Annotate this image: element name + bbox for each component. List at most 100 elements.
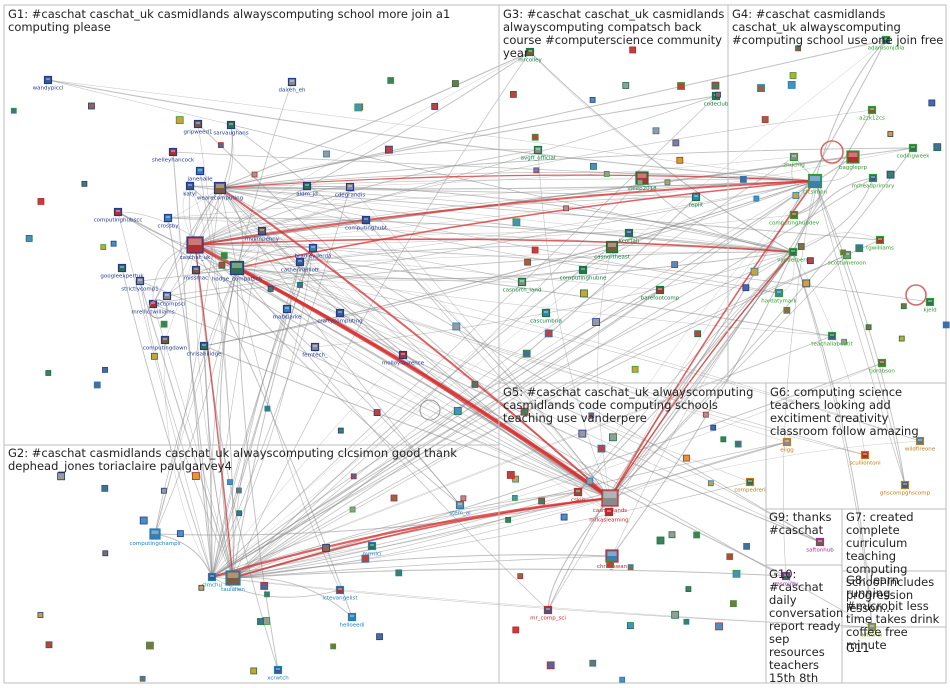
node-small[interactable]	[57, 472, 65, 481]
node-barefootcomp[interactable]: barefootcomp	[641, 285, 680, 302]
node-mr_comp_sci[interactable]: mr_comp_sci	[530, 605, 566, 622]
node-small[interactable]	[592, 318, 601, 326]
node-small[interactable]	[217, 142, 224, 149]
node-small[interactable]	[739, 175, 747, 183]
node-small[interactable]	[841, 338, 848, 345]
node-small[interactable]	[783, 306, 791, 314]
node-vanderpere[interactable]: vanderpere	[777, 247, 809, 264]
node-small[interactable]	[384, 145, 393, 154]
node-saftonhub[interactable]: saftonhub	[806, 537, 834, 554]
node-small[interactable]	[622, 82, 630, 89]
node-small[interactable]	[45, 370, 52, 376]
node-caschat_uk[interactable]: caschat_uk	[180, 236, 212, 261]
node-wandypiccl[interactable]: wandypiccl	[33, 75, 64, 92]
node-small[interactable]	[865, 324, 872, 331]
node-catherinelliott[interactable]: catherinelliott	[281, 257, 320, 274]
node-small[interactable]	[757, 84, 765, 92]
node-small[interactable]	[506, 471, 515, 479]
node-small[interactable]	[664, 179, 671, 186]
node-small[interactable]	[711, 81, 720, 90]
node-small[interactable]	[590, 162, 597, 170]
node-mrkaslearning[interactable]: mrkaslearning	[589, 507, 629, 524]
node-small[interactable]	[175, 116, 184, 125]
node-cascumbria[interactable]: cascumbria	[530, 308, 562, 325]
node-small[interactable]	[512, 626, 520, 634]
node-small[interactable]	[236, 510, 243, 517]
node-small[interactable]	[732, 569, 741, 578]
node-janenaile[interactable]: janenaile	[186, 166, 213, 183]
node-small[interactable]	[387, 77, 395, 84]
node-small[interactable]	[198, 584, 205, 591]
node-small[interactable]	[337, 427, 344, 434]
node-small[interactable]	[631, 365, 639, 373]
node-stem_ai[interactable]: stem_ai	[449, 500, 471, 517]
node-small[interactable]	[37, 198, 45, 205]
node-small[interactable]	[267, 286, 274, 292]
node-small[interactable]	[160, 487, 167, 494]
node-codingweek[interactable]: codingweek	[897, 143, 931, 160]
node-small[interactable]	[509, 91, 517, 98]
node-small[interactable]	[431, 103, 439, 110]
node-computinghubscc[interactable]: computinghubscc	[94, 207, 143, 224]
node-small[interactable]	[93, 381, 101, 389]
node-small[interactable]	[452, 80, 459, 87]
node-small[interactable]	[627, 622, 634, 629]
node-strictlycomp1[interactable]: strictlycomp1	[121, 276, 159, 293]
node-scottumeroon[interactable]: scottumeroon	[828, 250, 867, 267]
node-small[interactable]	[100, 244, 107, 251]
node-small[interactable]	[707, 480, 714, 487]
node-small[interactable]	[260, 582, 269, 590]
node-helloeedi[interactable]: helloeedi	[339, 612, 365, 629]
node-small[interactable]	[45, 641, 53, 649]
node-small[interactable]	[933, 143, 942, 152]
node-gripweed1[interactable]: gripweed1	[183, 119, 213, 136]
node-sculliontoni[interactable]: sculliontoni	[849, 450, 881, 467]
node-computinghubt[interactable]: computinghubt	[345, 215, 388, 232]
node-small[interactable]	[538, 497, 546, 505]
node-small[interactable]	[533, 167, 540, 174]
node-small[interactable]	[685, 586, 692, 592]
node-small[interactable]	[742, 284, 750, 292]
node-small[interactable]	[250, 667, 258, 675]
node-small[interactable]	[578, 429, 587, 438]
node-aldm_jd[interactable]: aldm_jd	[296, 181, 318, 198]
node-avgff_official[interactable]: avgff_official	[521, 145, 556, 162]
node-isaaccompsci[interactable]: isaaccompsci	[149, 291, 186, 308]
node-small[interactable]	[151, 352, 158, 360]
node-crossby[interactable]: crossby	[157, 213, 179, 230]
node-casminty[interactable]: casminty	[773, 571, 799, 588]
node-cskin[interactable]: cskin	[571, 487, 586, 504]
node-small[interactable]	[531, 133, 539, 141]
node-small[interactable]	[589, 659, 597, 667]
node-googleexpertuk[interactable]: googleexpertuk	[100, 263, 144, 280]
node-craftycomputing[interactable]: craftycomputing	[317, 308, 363, 325]
node-molloylaurence[interactable]: molloylaurence	[382, 350, 425, 367]
node-small[interactable]	[522, 349, 531, 358]
node-small[interactable]	[627, 564, 634, 571]
node-small[interactable]	[720, 436, 727, 443]
node-small[interactable]	[586, 477, 594, 485]
node-small[interactable]	[753, 195, 760, 202]
node-small[interactable]	[511, 495, 518, 501]
node-baggleprp[interactable]: baggleprp	[839, 150, 868, 171]
node-small[interactable]	[350, 473, 357, 480]
node-small[interactable]	[512, 475, 519, 483]
node-small[interactable]	[10, 107, 17, 114]
node-small[interactable]	[25, 235, 33, 242]
node-small[interactable]	[139, 516, 148, 525]
node-small[interactable]	[361, 554, 370, 563]
node-small[interactable]	[734, 440, 742, 448]
node-small[interactable]	[297, 282, 303, 288]
node-small[interactable]	[81, 180, 88, 187]
node-mabclarke[interactable]: mabclarke	[273, 304, 302, 321]
node-small[interactable]	[619, 676, 626, 683]
node-small[interactable]	[840, 249, 847, 256]
node-small[interactable]	[898, 335, 905, 342]
node-small[interactable]	[702, 411, 709, 418]
node-compedreri[interactable]: compedreri	[734, 477, 766, 494]
node-ictevangelist[interactable]: ictevangelist	[322, 585, 358, 602]
node-computingchamps[interactable]: computingchamps	[130, 528, 181, 547]
node-small[interactable]	[512, 218, 521, 227]
node-mrcolley[interactable]: mrcolley	[518, 47, 543, 64]
node-clmchu[interactable]: clmchu	[202, 572, 222, 589]
